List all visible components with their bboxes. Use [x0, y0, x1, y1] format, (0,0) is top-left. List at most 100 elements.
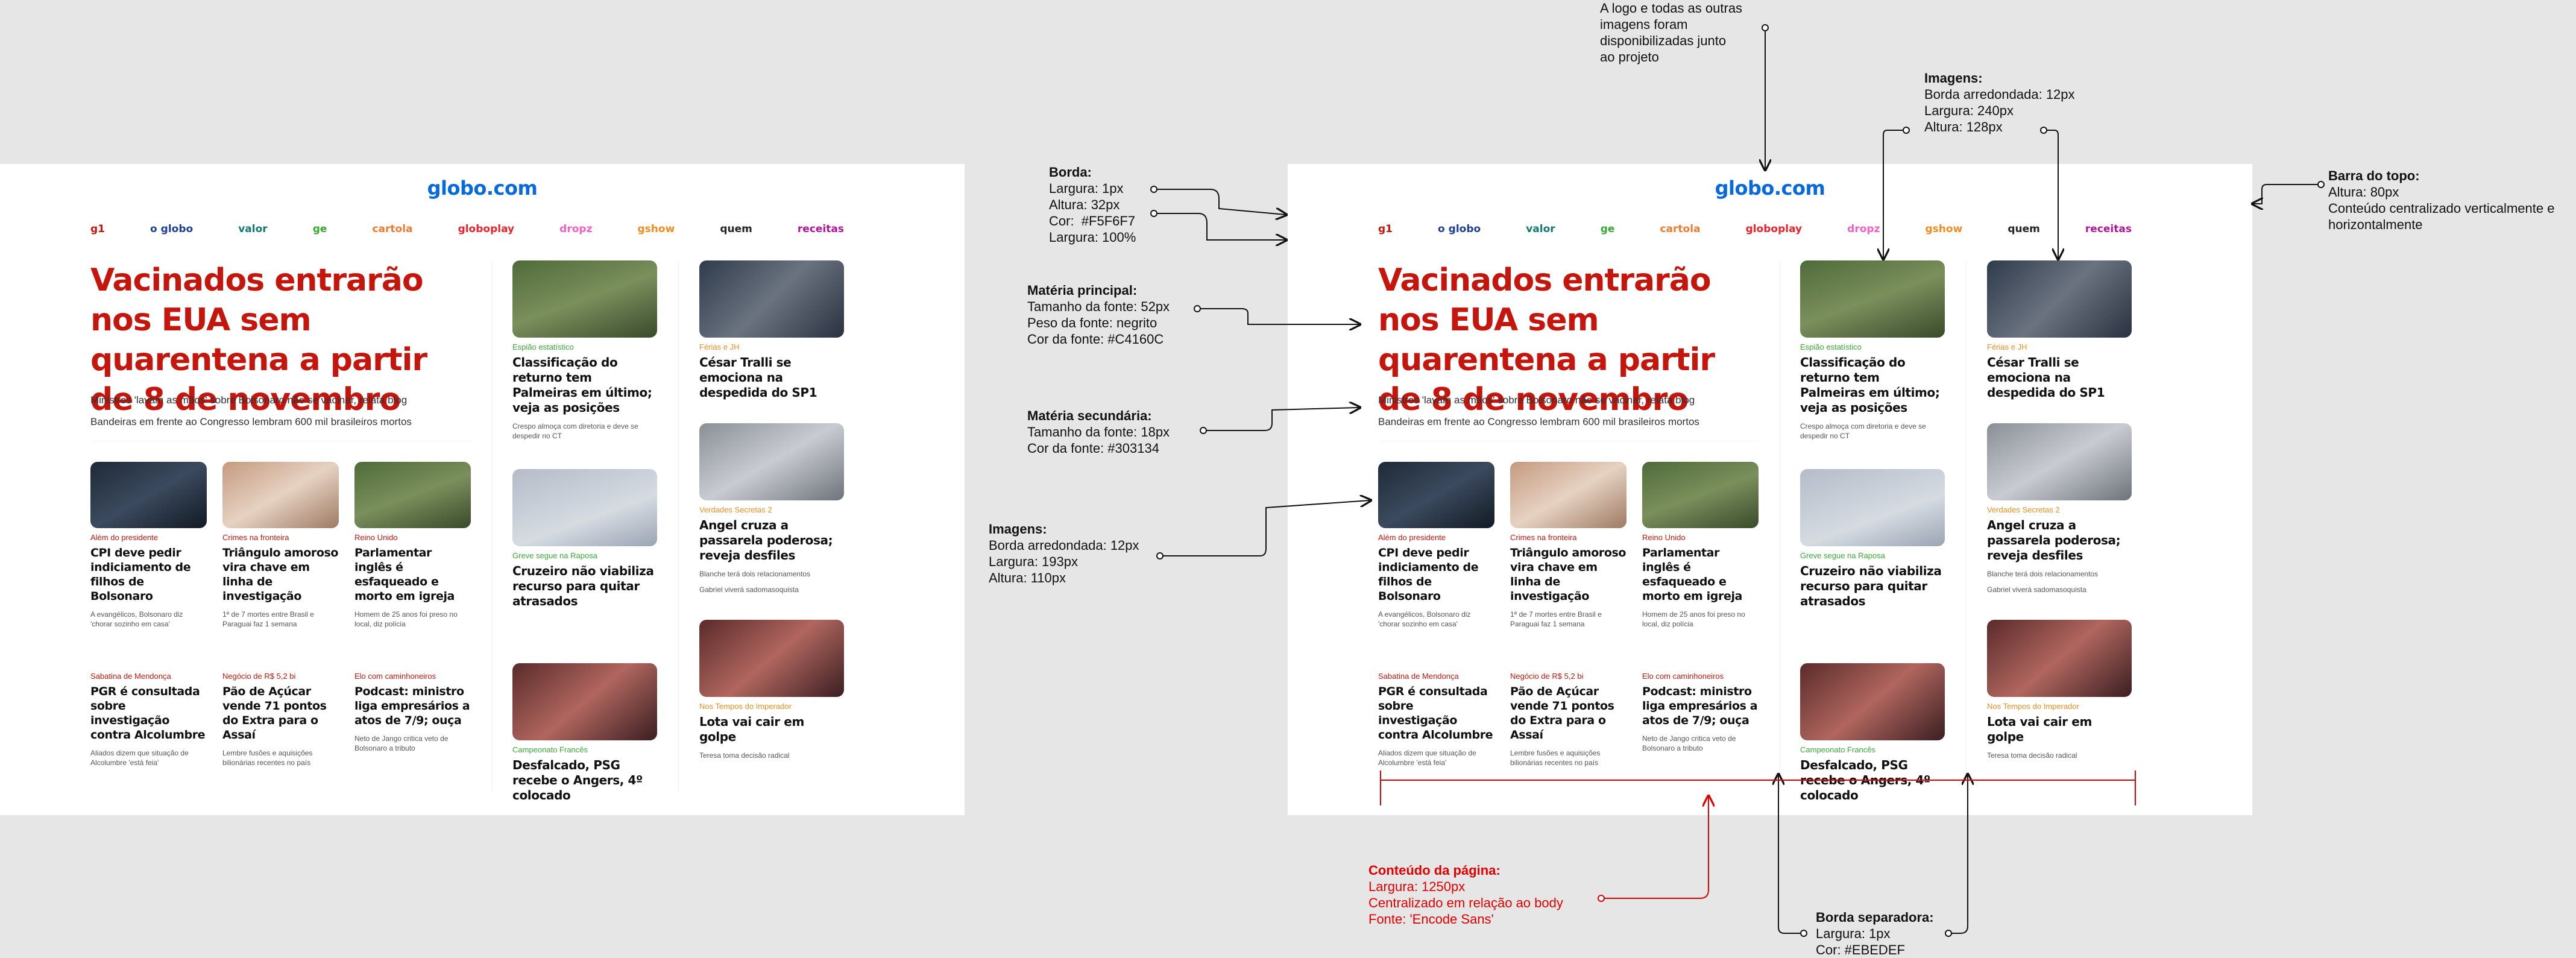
- news-headline[interactable]: Cruzeiro não viabiliza recurso para quit…: [1800, 564, 1942, 608]
- nav-item-oglobo[interactable]: o globo: [150, 223, 194, 235]
- nav-item-ge[interactable]: ge: [312, 223, 327, 235]
- nav-item-g1[interactable]: g1: [90, 223, 105, 235]
- news-card[interactable]: Reino Unido Parlamentar inglês é esfaque…: [1642, 462, 1759, 629]
- nav-item-receitas[interactable]: receitas: [797, 223, 844, 235]
- nav-item-valor[interactable]: valor: [238, 223, 268, 235]
- nav-item-quem[interactable]: quem: [720, 223, 752, 235]
- news-headline[interactable]: Podcast: ministro liga empresários a ato…: [354, 685, 470, 727]
- nav-item-cartola[interactable]: cartola: [372, 223, 413, 235]
- news-subline[interactable]: Aliados dizem que situação de Alcolumbre…: [1378, 749, 1476, 767]
- news-card[interactable]: Férias e JH César Tralli se emociona na …: [699, 260, 844, 400]
- news-card[interactable]: Greve segue na Raposa Cruzeiro não viabi…: [512, 469, 657, 609]
- news-subline[interactable]: A evangélicos, Bolsonaro diz 'chorar soz…: [1378, 610, 1471, 628]
- news-subline[interactable]: Gabriel viverá sadomasoquista: [699, 585, 799, 594]
- globo-logo[interactable]: globo.com: [1715, 177, 1825, 200]
- annotation-images-left: Imagens: Borda arredondada: 12px Largura…: [989, 521, 1139, 586]
- news-subline[interactable]: Homem de 25 anos foi preso no local, diz…: [1642, 610, 1745, 628]
- news-subline[interactable]: Aliados dizem que situação de Alcolumbre…: [90, 749, 189, 767]
- news-subline[interactable]: Lembre fusões e aquisições bilionárias r…: [1510, 749, 1601, 767]
- nav-item-globoplay[interactable]: globoplay: [1745, 223, 1803, 235]
- news-headline[interactable]: César Tralli se emociona na despedida do…: [1987, 355, 2105, 400]
- news-headline[interactable]: Desfalcado, PSG recebe o Angers, 4º colo…: [512, 758, 643, 802]
- news-headline[interactable]: Angel cruza a passarela poderosa; reveja…: [1987, 518, 2121, 563]
- news-card[interactable]: Espião estatístico Classificação do retu…: [1800, 260, 1945, 441]
- news-subline[interactable]: Lembre fusões e aquisições bilionárias r…: [222, 749, 313, 767]
- nav-item-valor[interactable]: valor: [1526, 223, 1555, 235]
- nav-item-gshow[interactable]: gshow: [637, 223, 675, 235]
- nav-item-quem[interactable]: quem: [2008, 223, 2040, 235]
- news-subline[interactable]: Teresa toma decisão radical: [1987, 751, 2077, 760]
- news-card[interactable]: Sabatina de Mendonça PGR é consultada so…: [90, 672, 207, 767]
- news-card[interactable]: Sabatina de Mendonça PGR é consultada so…: [1378, 672, 1494, 767]
- news-card[interactable]: Verdades Secretas 2 Angel cruza a passar…: [699, 423, 844, 594]
- news-card[interactable]: Negócio de R$ 5,2 bi Pão de Açúcar vende…: [222, 672, 339, 767]
- news-headline[interactable]: Lota vai cair em golpe: [1987, 714, 2092, 744]
- nav-item-dropz[interactable]: dropz: [559, 223, 593, 235]
- news-subline[interactable]: Gabriel viverá sadomasoquista: [1987, 585, 2086, 594]
- news-headline[interactable]: César Tralli se emociona na despedida do…: [699, 355, 817, 400]
- news-card[interactable]: Elo com caminhoneiros Podcast: ministro …: [1642, 672, 1759, 753]
- news-subline[interactable]: Crespo almoça com diretoria e deve se de…: [1800, 422, 1926, 440]
- news-subline[interactable]: Neto de Jango critica veto de Bolsonaro …: [1642, 734, 1736, 752]
- news-headline[interactable]: Triângulo amoroso vira chave em linha de…: [222, 546, 339, 603]
- news-headline[interactable]: PGR é consultada sobre investigação cont…: [1378, 685, 1493, 742]
- news-card[interactable]: Campeonato Francês Desfalcado, PSG receb…: [1800, 663, 1945, 803]
- news-card[interactable]: Campeonato Francês Desfalcado, PSG receb…: [512, 663, 657, 803]
- main-headline[interactable]: Vacinados entrarão nos EUA sem quarenten…: [90, 262, 427, 418]
- annotation-body: Tamanho da fonte: 52px Peso da fonte: ne…: [1027, 299, 1170, 347]
- news-card[interactable]: Negócio de R$ 5,2 bi Pão de Açúcar vende…: [1510, 672, 1627, 767]
- news-headline[interactable]: Lota vai cair em golpe: [699, 714, 804, 744]
- news-subline[interactable]: A evangélicos, Bolsonaro diz 'chorar soz…: [90, 610, 183, 628]
- news-card[interactable]: Nos Tempos do Imperador Lota vai cair em…: [699, 620, 844, 760]
- nav-item-ge[interactable]: ge: [1600, 223, 1615, 235]
- news-headline[interactable]: Pão de Açúcar vende 71 pontos do Extra p…: [222, 685, 327, 742]
- news-card[interactable]: Elo com caminhoneiros Podcast: ministro …: [354, 672, 471, 753]
- news-subline[interactable]: Crespo almoça com diretoria e deve se de…: [512, 422, 638, 440]
- news-tag: Além do presidente: [1378, 533, 1446, 542]
- news-card[interactable]: Além do presidente CPI deve pedir indici…: [90, 462, 207, 629]
- news-subline[interactable]: 1ª de 7 mortes entre Brasil e Paraguai f…: [222, 610, 314, 628]
- news-headline[interactable]: Parlamentar inglês é esfaqueado e morto …: [1642, 546, 1742, 603]
- news-headline[interactable]: Classificação do returno tem Palmeiras e…: [1800, 355, 1940, 415]
- nav-item-cartola[interactable]: cartola: [1660, 223, 1701, 235]
- news-card[interactable]: Verdades Secretas 2 Angel cruza a passar…: [1987, 423, 2132, 594]
- news-card[interactable]: Nos Tempos do Imperador Lota vai cair em…: [1987, 620, 2132, 760]
- secondary-headline[interactable]: Ministros 'lavam as mãos' sobre Bolsonar…: [90, 394, 408, 406]
- news-subline[interactable]: Teresa toma decisão radical: [699, 751, 790, 760]
- news-headline[interactable]: Podcast: ministro liga empresários a ato…: [1642, 685, 1758, 727]
- main-headline[interactable]: Vacinados entrarão nos EUA sem quarenten…: [1378, 262, 1715, 418]
- secondary-headline[interactable]: Bandeiras em frente ao Congresso lembram…: [90, 416, 412, 427]
- news-headline[interactable]: Desfalcado, PSG recebe o Angers, 4º colo…: [1800, 758, 1930, 802]
- secondary-headline[interactable]: Ministros 'lavam as mãos' sobre Bolsonar…: [1378, 394, 1695, 406]
- secondary-headline[interactable]: Bandeiras em frente ao Congresso lembram…: [1378, 416, 1699, 427]
- news-card[interactable]: Além do presidente CPI deve pedir indici…: [1378, 462, 1494, 629]
- nav-item-g1[interactable]: g1: [1378, 223, 1393, 235]
- annotation-secondary-story: Matéria secundária: Tamanho da fonte: 18…: [1027, 408, 1170, 456]
- nav-item-receitas[interactable]: receitas: [2085, 223, 2132, 235]
- news-subline[interactable]: Homem de 25 anos foi preso no local, diz…: [354, 610, 458, 628]
- nav-item-globoplay[interactable]: globoplay: [458, 223, 515, 235]
- news-card[interactable]: Greve segue na Raposa Cruzeiro não viabi…: [1800, 469, 1945, 609]
- news-card[interactable]: Crimes na fronteira Triângulo amoroso vi…: [1510, 462, 1627, 629]
- news-subline[interactable]: Blanche terá dois relacionamentos: [1987, 570, 2099, 578]
- news-card[interactable]: Reino Unido Parlamentar inglês é esfaque…: [354, 462, 471, 629]
- news-subline[interactable]: Neto de Jango critica veto de Bolsonaro …: [354, 734, 449, 752]
- news-card[interactable]: Crimes na fronteira Triângulo amoroso vi…: [222, 462, 339, 629]
- news-headline[interactable]: CPI deve pedir indiciamento de filhos de…: [1378, 546, 1479, 603]
- nav-item-gshow[interactable]: gshow: [1925, 223, 1963, 235]
- nav-item-dropz[interactable]: dropz: [1847, 223, 1880, 235]
- news-headline[interactable]: Pão de Açúcar vende 71 pontos do Extra p…: [1510, 685, 1614, 742]
- news-headline[interactable]: Triângulo amoroso vira chave em linha de…: [1510, 546, 1627, 603]
- news-subline[interactable]: 1ª de 7 mortes entre Brasil e Paraguai f…: [1510, 610, 1602, 628]
- news-headline[interactable]: Classificação do returno tem Palmeiras e…: [512, 355, 652, 415]
- news-card[interactable]: Férias e JH César Tralli se emociona na …: [1987, 260, 2132, 400]
- globo-logo[interactable]: globo.com: [427, 177, 538, 200]
- news-subline[interactable]: Blanche terá dois relacionamentos: [699, 570, 811, 578]
- news-headline[interactable]: PGR é consultada sobre investigação cont…: [90, 685, 206, 742]
- news-card[interactable]: Espião estatístico Classificação do retu…: [512, 260, 657, 441]
- news-headline[interactable]: Angel cruza a passarela poderosa; reveja…: [699, 518, 833, 563]
- news-headline[interactable]: Parlamentar inglês é esfaqueado e morto …: [354, 546, 455, 603]
- nav-item-oglobo[interactable]: o globo: [1438, 223, 1481, 235]
- news-headline[interactable]: CPI deve pedir indiciamento de filhos de…: [90, 546, 191, 603]
- news-headline[interactable]: Cruzeiro não viabiliza recurso para quit…: [512, 564, 654, 608]
